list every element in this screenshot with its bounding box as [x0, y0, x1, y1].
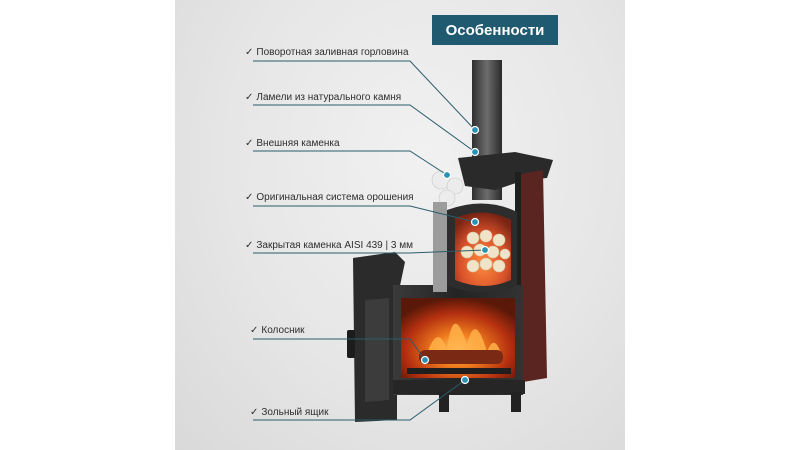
feature-label: Зольный ящик — [261, 407, 329, 418]
features-title: Особенности — [432, 15, 558, 45]
check-icon: ✓ — [245, 192, 254, 203]
feature-label: Колосник — [261, 325, 305, 336]
stove-leg-right — [511, 392, 521, 412]
feature-label: Ламели из натурального камня — [256, 92, 402, 103]
feature-outer-heater: ✓Внешняя каменка — [245, 138, 340, 149]
feature-label: Оригинальная система орошения — [256, 192, 414, 203]
feature-rotary-fill-neck: ✓Поворотная заливная горловина — [245, 47, 409, 58]
ash-drawer-base — [393, 380, 525, 394]
feature-label: Закрытая каменка AISI 439 | 3 мм — [256, 240, 413, 251]
infographic-canvas: Особенности ✓Поворотная заливная горлови… — [175, 0, 625, 450]
firewood-logs — [419, 350, 503, 364]
check-icon: ✓ — [245, 47, 254, 58]
stove-cutaway-illustration — [253, 60, 553, 422]
feature-label: Поворотная заливная горловина — [256, 47, 409, 58]
feature-ash-drawer: ✓Зольный ящик — [250, 407, 329, 418]
pipe-collar — [458, 152, 553, 190]
feature-stone-lamellas: ✓Ламели из натурального камня — [245, 92, 401, 103]
grate — [407, 368, 511, 374]
feature-label: Внешняя каменка — [256, 138, 340, 149]
outer-stone-panel — [517, 170, 547, 382]
check-icon: ✓ — [250, 407, 259, 418]
feature-closed-heater: ✓Закрытая каменка AISI 439 | 3 мм — [245, 240, 413, 251]
leader-dots — [420, 125, 490, 385]
leader-lines — [253, 60, 486, 421]
stove-leg-left — [439, 392, 449, 412]
outer-stone-frame — [515, 172, 521, 382]
check-icon: ✓ — [245, 92, 254, 103]
check-icon: ✓ — [250, 325, 259, 336]
door-handle — [347, 330, 355, 358]
stone-mesh-panel — [433, 202, 447, 292]
heater-stones — [460, 229, 511, 273]
check-icon: ✓ — [245, 138, 254, 149]
door-glass — [365, 298, 389, 402]
feature-sprinkling-system: ✓Оригинальная система орошения — [245, 192, 414, 203]
check-icon: ✓ — [245, 240, 254, 251]
feature-grate: ✓Колосник — [250, 325, 305, 336]
